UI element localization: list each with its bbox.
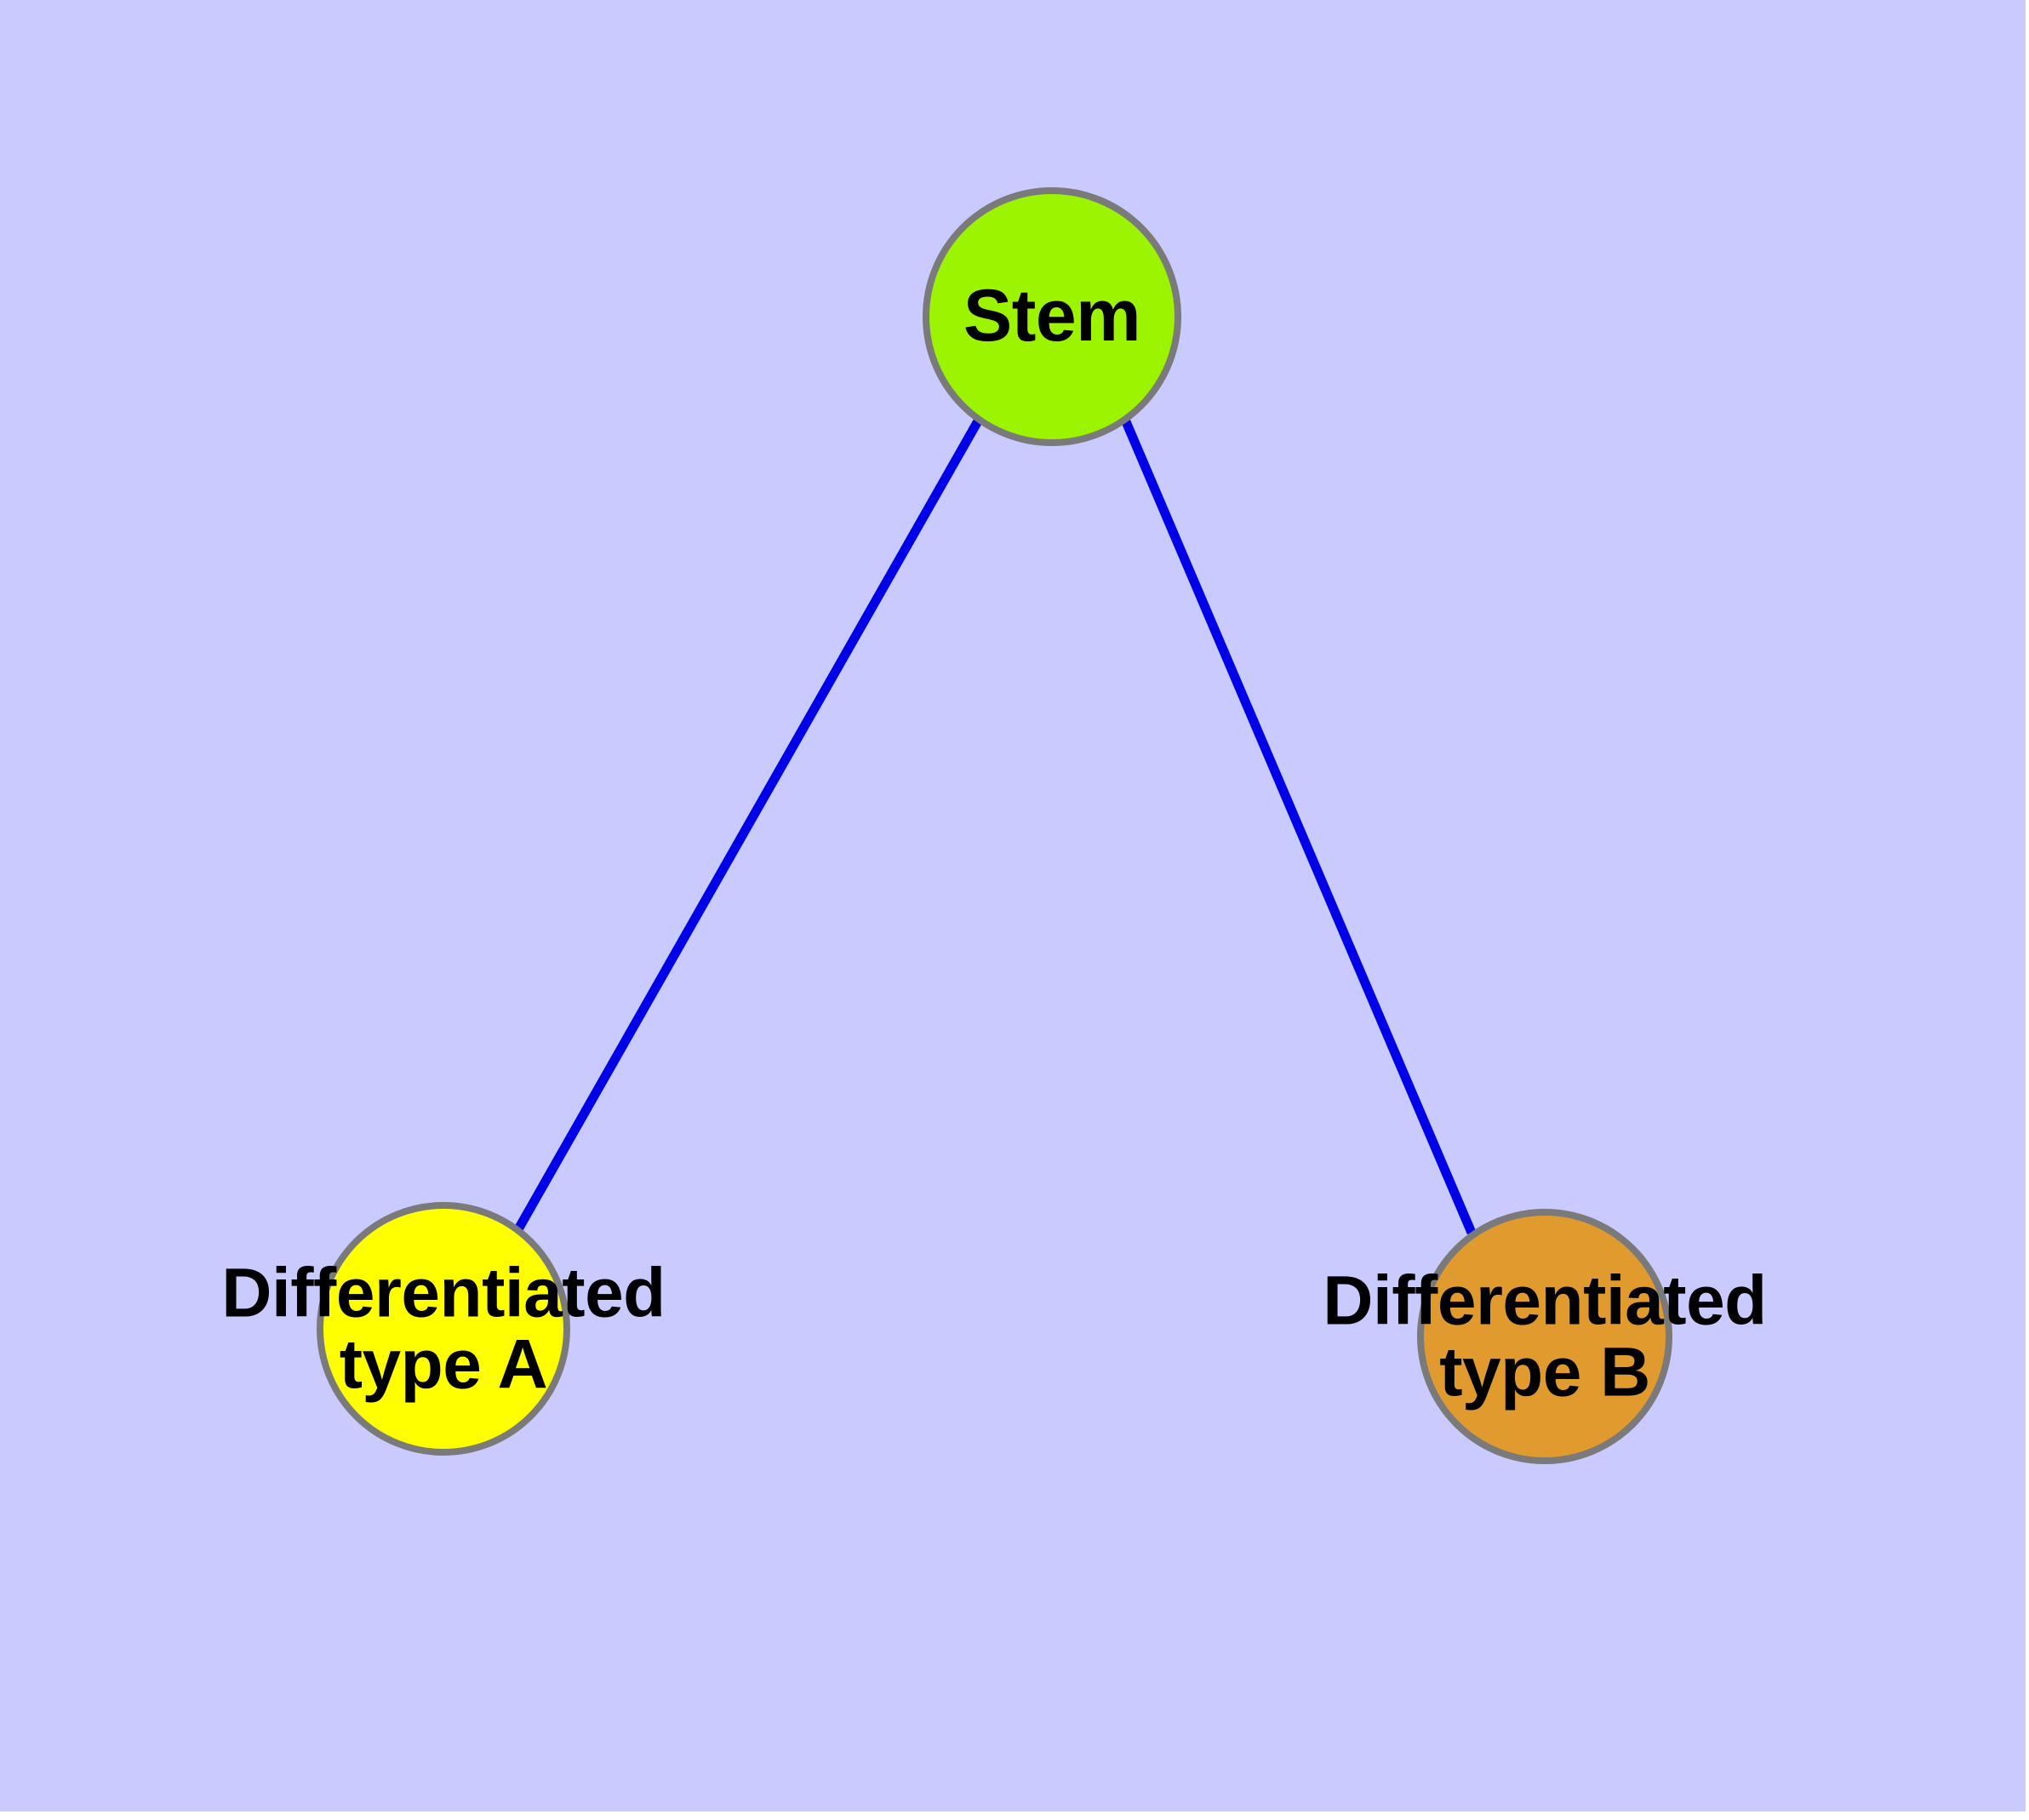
graph-edge-stem-to-a: [514, 417, 983, 1232]
graph-node-diff_a[interactable]: [317, 1202, 570, 1456]
nodes-group: [317, 187, 1672, 1464]
graph-node-diff_b[interactable]: [1417, 1209, 1672, 1464]
graph-edge-stem-to-b: [1120, 417, 1477, 1235]
edges-group: [514, 417, 1477, 1235]
graph-node-stem[interactable]: [923, 187, 1181, 446]
